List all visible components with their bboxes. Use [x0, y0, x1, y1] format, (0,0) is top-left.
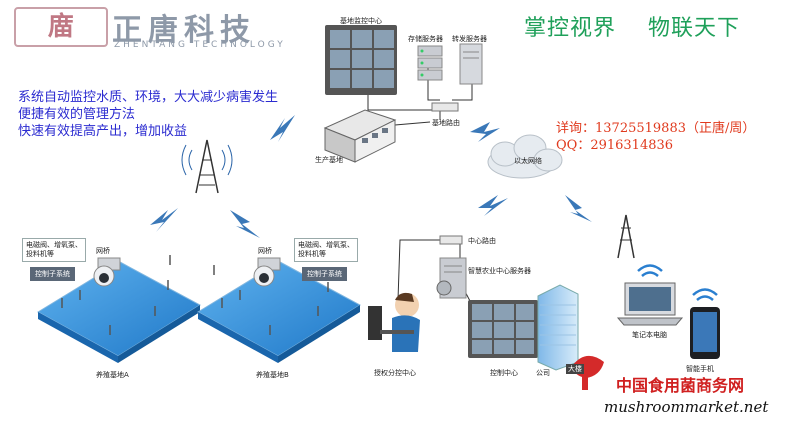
label-base-router: 基地路由 — [432, 119, 460, 127]
storage-server-graphic — [417, 45, 443, 81]
agri-server-graphic — [436, 257, 467, 299]
label-auth-control: 授权分控中心 — [374, 369, 416, 377]
wireless-lightning — [150, 115, 592, 238]
label-building: 大楼 — [566, 364, 584, 374]
monitor-wall-base — [325, 25, 397, 95]
label-phone: 智能手机 — [686, 365, 714, 373]
label-devices-b: 电磁阀、增氧泵、 投料机等 — [294, 238, 358, 262]
signal-tower-graphic — [181, 139, 233, 194]
pond-a-graphic — [37, 255, 201, 363]
signal-tower-right-graphic — [617, 214, 635, 259]
forward-server-graphic — [459, 43, 483, 85]
label-pond-b: 养殖基地B — [256, 371, 289, 379]
watermark-site-url: mushroommarket.net — [604, 398, 769, 416]
feature-3: 快速有效提高产出，增加收益 — [18, 124, 188, 139]
label-pond-a: 养殖基地A — [96, 371, 129, 379]
feature-1: 系统自动监控水质、环境，大大减少病害发生 — [18, 90, 279, 105]
label-agri-server: 智慧农业中心服务器 — [468, 267, 531, 275]
label-bridge-b: 网桥 — [258, 247, 272, 255]
company-logo-mark: 庿 — [14, 7, 108, 47]
link-monitor-router — [367, 95, 441, 120]
pond-b-graphic — [197, 261, 361, 363]
label-laptop: 笔记本电脑 — [632, 331, 667, 339]
label-devices-a: 电磁阀、增氧泵、 投料机等 — [22, 238, 86, 262]
slogan: 掌控视界 物联天下 — [524, 16, 740, 41]
company-logo-name: 正唐科技 — [112, 13, 256, 48]
label-base-monitor: 基地监控中心 — [340, 17, 382, 25]
label-ethernet: 以太网络 — [514, 157, 542, 165]
control-center-graphic — [468, 300, 538, 358]
label-control-sub-a: 控制子系统 — [30, 267, 75, 281]
office-building-graphic — [537, 284, 579, 371]
label-bridge-a: 网桥 — [96, 247, 110, 255]
operator-graphic — [368, 292, 420, 352]
smartphone-graphic — [690, 307, 720, 359]
production-base-graphic — [323, 109, 397, 163]
label-forward-server: 转发服务器 — [452, 35, 487, 43]
label-center-router: 中心路由 — [468, 237, 496, 245]
contact-qq: QQ：2916314836 — [556, 138, 674, 153]
wifi-icons — [637, 264, 718, 301]
base-router-graphic — [431, 102, 459, 112]
camera-b-graphic — [253, 257, 281, 287]
feature-2: 便捷有效的管理方法 — [18, 107, 136, 122]
camera-a-graphic — [93, 257, 121, 287]
label-production-base: 生产基地 — [315, 156, 343, 164]
label-company: 公司 — [536, 369, 550, 377]
laptop-graphic — [616, 282, 684, 326]
ethernet-cloud-graphic — [487, 134, 563, 179]
label-control-center: 控制中心 — [490, 369, 518, 377]
label-storage-server: 存储服务器 — [408, 35, 443, 43]
watermark-site-cn: 中国食用菌商务网 — [616, 376, 745, 395]
center-router-graphic — [439, 235, 463, 245]
label-control-sub-b: 控制子系统 — [302, 267, 347, 281]
contact-phone: 详询：13725519883（正唐/周） — [556, 121, 756, 136]
company-logo-english: ZHENTANG TECHNOLOGY — [114, 40, 286, 50]
